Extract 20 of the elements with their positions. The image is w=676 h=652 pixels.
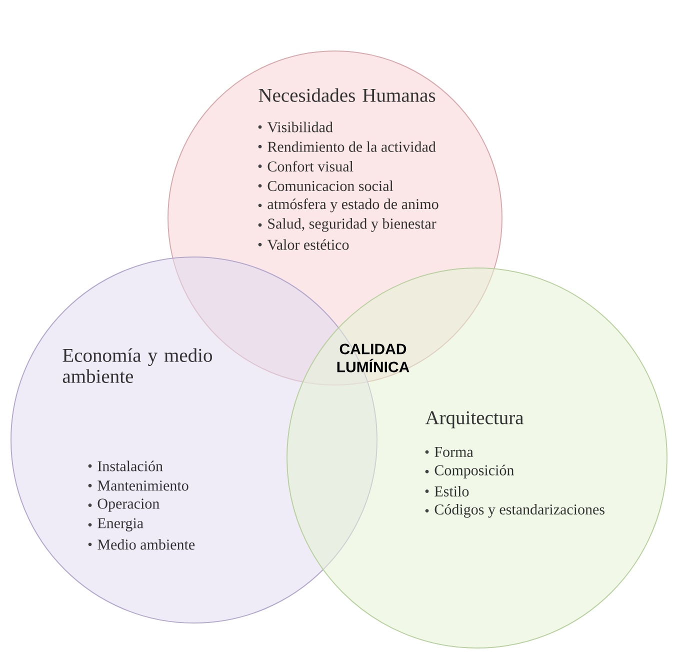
bullet-item: Comunicacion social bbox=[268, 180, 394, 192]
bullet-item: Forma bbox=[434, 447, 474, 457]
bullet-item: atmósfera y estado de animo bbox=[268, 198, 438, 212]
bullet-item: Confort visual bbox=[268, 160, 354, 172]
bullet-item: Energia bbox=[98, 518, 144, 532]
bullet-item: Valor estético bbox=[267, 239, 349, 250]
center-label: CALIDAD LUMÍNICA bbox=[337, 344, 410, 372]
bullet-item: Estilo bbox=[434, 486, 469, 496]
bullet-item: Instalación bbox=[98, 460, 163, 472]
bullet-item: Operacion bbox=[98, 498, 160, 512]
bullet-item: Salud, seguridad y bienestar bbox=[268, 218, 436, 232]
bullet-item: Medio ambiente bbox=[98, 539, 195, 550]
bullet-item: Rendimiento de la actividad bbox=[268, 141, 436, 152]
circle-heading: Necesidades Humanas bbox=[258, 88, 436, 102]
bullet-item: Mantenimiento bbox=[98, 480, 188, 491]
circle-heading: Arquitectura bbox=[425, 411, 524, 428]
bullet-item: Visibilidad bbox=[267, 122, 333, 132]
circle-heading: Economía y medio ambiente bbox=[62, 348, 212, 383]
bullet-item: Composición bbox=[434, 464, 514, 478]
bullet-item: Códigos y estandarizaciones bbox=[434, 504, 604, 518]
